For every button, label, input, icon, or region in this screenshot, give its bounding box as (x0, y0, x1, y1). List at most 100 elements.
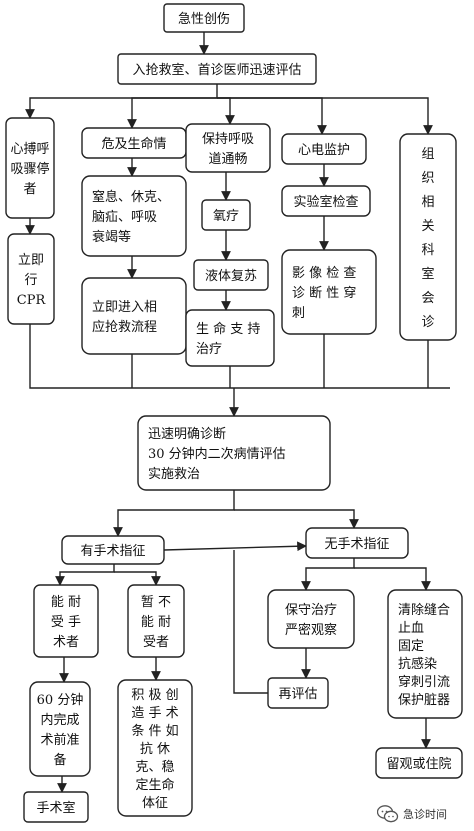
node-label: 60 分钟 (37, 692, 84, 708)
node-tolerate: 能 耐受 手术者 (33, 584, 99, 658)
connector-line (25, 84, 218, 119)
node-label: 造 手 术 (131, 706, 178, 721)
node-box (185, 309, 275, 367)
node-box (137, 415, 331, 491)
node-box (61, 535, 165, 565)
node-lifeThreat: 危及生命情 (81, 127, 187, 159)
node-label: 备 (53, 752, 66, 768)
node-oxygen: 氧疗 (201, 199, 251, 231)
node-label: 生 命 支 持 (196, 321, 260, 337)
connector-line (233, 550, 268, 694)
node-label: 克、稳 (135, 759, 174, 775)
node-label: 穿刺引流 (398, 674, 450, 690)
node-label: 科 (421, 243, 434, 258)
chat-bubbles-icon (377, 805, 399, 823)
node-label: 立即 (18, 253, 44, 268)
node-noSurg: 无手术指征 (305, 527, 409, 559)
node-label: 室 (421, 266, 434, 282)
node-or: 手术室 (23, 791, 89, 823)
node-box (193, 259, 269, 291)
connector-line (217, 97, 235, 125)
node-box (117, 53, 317, 85)
node-reassess: 再评估 (267, 677, 329, 709)
node-box (281, 133, 367, 165)
node-box (29, 681, 91, 777)
node-triage: 入抢救室、首诊医师迅速评估 (117, 53, 317, 85)
node-label: 液体复苏 (205, 268, 257, 284)
node-label: 内完成 (40, 712, 79, 728)
node-trauma: 急性创伤 (163, 3, 245, 33)
node-surgIndicated: 有手术指征 (61, 535, 165, 565)
node-label: 能 耐 (51, 595, 81, 610)
node-label: 组 (421, 147, 434, 162)
node-cannotTolerate: 暂 不能 耐受者 (127, 584, 185, 658)
node-label: 无手术指征 (324, 537, 389, 552)
node-box (81, 277, 187, 355)
node-box (33, 584, 99, 658)
node-ecg: 心电监护 (281, 133, 367, 165)
node-label: 氧疗 (213, 209, 239, 224)
connector-line (114, 571, 161, 586)
node-lifeSupport: 生 命 支 持治疗 (185, 309, 275, 367)
node-box (305, 527, 409, 559)
watermark-text: 急诊时间 (403, 808, 447, 821)
node-box (201, 199, 251, 231)
connector-line (301, 558, 355, 591)
node-label: 手术室 (36, 800, 75, 816)
node-label: 实施救治 (148, 466, 200, 482)
node-label: 保持呼吸 (202, 132, 254, 147)
node-label: 立即进入相 (92, 300, 157, 315)
connector-line (29, 324, 450, 389)
connector-line (217, 97, 433, 135)
node-label: 行 (24, 273, 37, 288)
node-label: 受者 (143, 635, 169, 650)
node-box (81, 175, 187, 257)
node-box (281, 249, 377, 335)
node-label: 抗感染 (398, 656, 437, 672)
node-label: 积 极 创 (131, 688, 178, 703)
node-cpr: 立即行 CPR (7, 233, 55, 325)
node-label: CPR (17, 293, 47, 308)
node-label: 心搏呼 (10, 141, 49, 157)
node-label: 道通畅 (208, 152, 247, 167)
node-label: 定生命 (135, 777, 174, 793)
node-box (267, 589, 355, 649)
node-label: 保守治疗 (285, 603, 337, 618)
node-label: 止血 (398, 621, 424, 636)
node-box (267, 677, 329, 709)
node-label: 再评估 (278, 687, 317, 702)
node-label: 治疗 (196, 342, 222, 357)
connector-line (55, 564, 115, 586)
node-label: 危及生命情 (101, 136, 166, 152)
node-box (185, 123, 271, 173)
node-label: 条 件 如 (131, 723, 178, 739)
node-label: 刺 (292, 306, 305, 321)
node-fluid: 液体复苏 (193, 259, 269, 291)
node-label: 实验室检查 (293, 194, 358, 210)
node-label: 应抢救流程 (92, 319, 157, 335)
node-label: 急性创伤 (178, 12, 230, 27)
node-observe: 留观或住院 (375, 747, 463, 779)
connector-line (354, 567, 431, 591)
node-label: 术者 (53, 635, 79, 650)
node-box (117, 679, 193, 817)
node-label: 织 (421, 171, 434, 186)
node-label: 衰竭等 (92, 229, 131, 245)
node-label: 有手术指征 (80, 544, 145, 559)
node-label: 影 像 检 查 (292, 266, 356, 281)
node-label: 关 (421, 219, 434, 234)
node-label: 窒息、休克、 (92, 189, 170, 205)
connector-line (163, 541, 307, 552)
node-label: 诊 (421, 315, 434, 330)
node-label: 诊 断 性 穿 (292, 285, 356, 301)
node-box (5, 117, 55, 219)
